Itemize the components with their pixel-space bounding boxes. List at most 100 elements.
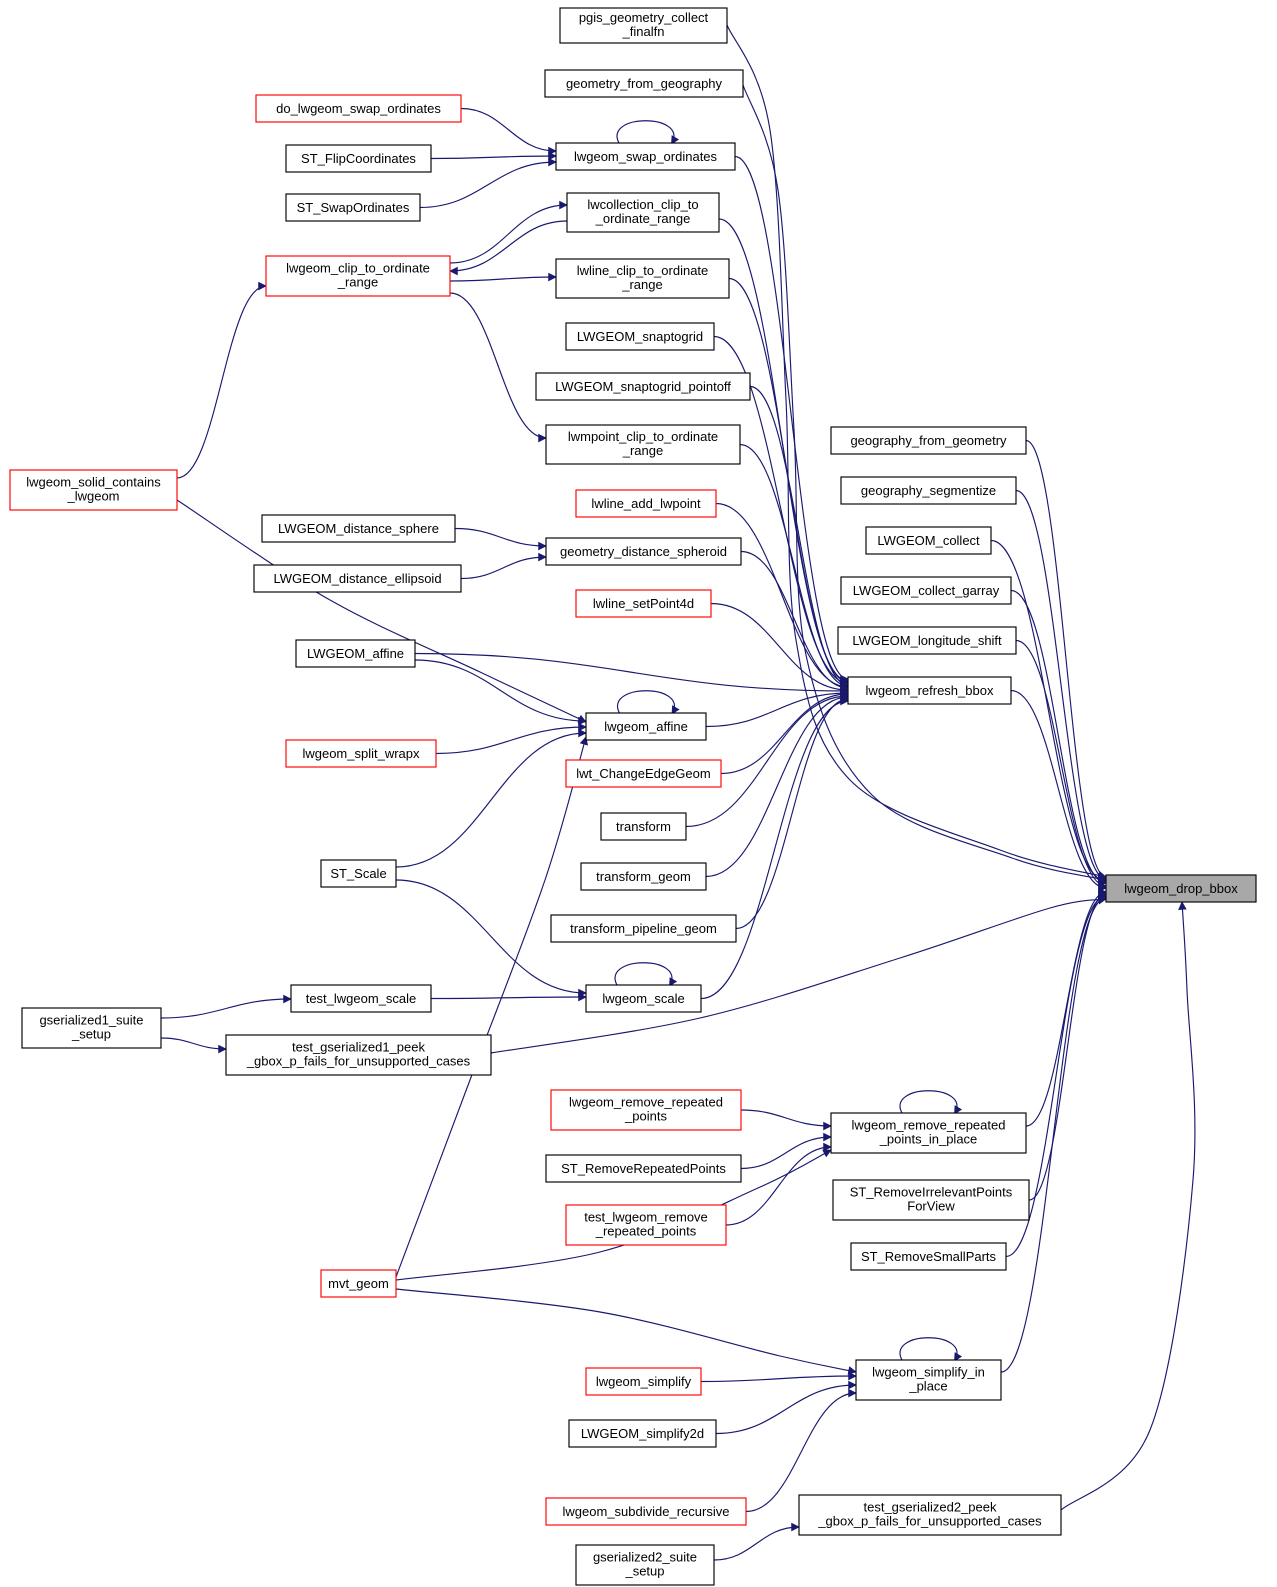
node-lwgeom_drop_bbox[interactable]: lwgeom_drop_bbox bbox=[1105, 874, 1257, 903]
node-box-lwgeom_simplify_in_place bbox=[855, 1359, 1002, 1401]
node-geography_segmentize[interactable]: geography_segmentize bbox=[840, 476, 1017, 505]
node-label-lwgeom_drop_bbox-0: lwgeom_drop_bbox bbox=[1124, 881, 1238, 896]
node-box-lwt_ChangeEdgeGeom bbox=[565, 759, 722, 788]
node-ST_FlipCoordinates[interactable]: ST_FlipCoordinates bbox=[285, 144, 432, 173]
node-ST_SwapOrdinates[interactable]: ST_SwapOrdinates bbox=[285, 193, 421, 222]
node-lwline_clip_to_ordinate_range[interactable]: lwline_clip_to_ordinate_range bbox=[555, 258, 730, 299]
edge-ST_Scale--lwgeom_scale bbox=[395, 879, 587, 998]
edge-lwcollection_clip_to_ordinate_range--lwgeom_clip_to_ordinate_range bbox=[449, 220, 568, 276]
edge-geography_segmentize--lwgeom_drop_bbox bbox=[1015, 489, 1107, 884]
node-lwline_add_lwpoint[interactable]: lwline_add_lwpoint bbox=[575, 489, 717, 518]
node-LWGEOM_snaptogrid_pointoff[interactable]: LWGEOM_snaptogrid_pointoff bbox=[535, 372, 751, 401]
edge-lwgeom_affine--lwgeom_refresh_bbox bbox=[705, 688, 849, 728]
node-do_lwgeom_swap_ordinates[interactable]: do_lwgeom_swap_ordinates bbox=[255, 94, 462, 123]
node-geography_from_geometry[interactable]: geography_from_geometry bbox=[830, 426, 1027, 455]
node-ST_RemoveSmallParts[interactable]: ST_RemoveSmallParts bbox=[850, 1242, 1007, 1271]
node-LWGEOM_distance_sphere[interactable]: LWGEOM_distance_sphere bbox=[261, 514, 456, 543]
node-box-test_gserialized1_peek_gbox_p_fails_for_unsupported_cases bbox=[225, 1034, 492, 1076]
node-LWGEOM_collect[interactable]: LWGEOM_collect bbox=[865, 526, 992, 555]
node-box-LWGEOM_affine bbox=[295, 639, 416, 668]
edge-geometry_distance_spheroid--lwgeom_refresh_bbox bbox=[740, 550, 849, 693]
node-lwmpoint_clip_to_ordinate_range[interactable]: lwmpoint_clip_to_ordinate_range bbox=[545, 424, 741, 465]
node-label-lwline_clip_to_ordinate_range-1: _range bbox=[621, 277, 662, 292]
node-lwgeom_simplify_in_place[interactable]: lwgeom_simplify_in_place bbox=[855, 1359, 1002, 1401]
node-gserialized2_suite_setup[interactable]: gserialized2_suite_setup bbox=[575, 1544, 715, 1586]
node-label-geography_segmentize-0: geography_segmentize bbox=[861, 483, 996, 498]
node-box-test_gserialized2_peek_gbox_p_fails_for_unsupported_cases bbox=[798, 1494, 1062, 1536]
node-label-test_gserialized1_peek_gbox_p_fails_for_unsupported_cases-1: _gbox_p_fails_for_unsupported_cases bbox=[246, 1054, 471, 1069]
node-transform_geom[interactable]: transform_geom bbox=[580, 862, 707, 891]
node-test_gserialized2_peek_gbox_p_fails_for_unsupported_cases[interactable]: test_gserialized2_peek_gbox_p_fails_for_… bbox=[798, 1494, 1062, 1536]
node-box-gserialized1_suite_setup bbox=[21, 1007, 162, 1049]
node-box-lwline_setPoint4d bbox=[575, 589, 712, 618]
node-label-gserialized1_suite_setup-1: _setup bbox=[71, 1027, 111, 1042]
edge-lwgeom_simplify_in_place--lwgeom_drop_bbox bbox=[1000, 893, 1107, 1373]
edge-ST_RemoveIrrelevantPointsForView--lwgeom_drop_bbox bbox=[1028, 889, 1107, 1201]
node-mvt_geom[interactable]: mvt_geom bbox=[320, 1269, 397, 1298]
node-lwgeom_solid_contains_lwgeom[interactable]: lwgeom_solid_contains_lwgeom bbox=[9, 469, 178, 511]
node-label-lwgeom_simplify_in_place-1: _place bbox=[908, 1379, 947, 1394]
node-lwgeom_remove_repeated_points_in_place[interactable]: lwgeom_remove_repeated_points_in_place bbox=[830, 1112, 1027, 1154]
node-transform_pipeline_geom[interactable]: transform_pipeline_geom bbox=[550, 914, 737, 943]
node-lwline_setPoint4d[interactable]: lwline_setPoint4d bbox=[575, 589, 712, 618]
node-box-ST_RemoveIrrelevantPointsForView bbox=[832, 1179, 1030, 1221]
edge-lwgeom_solid_contains_lwgeom--lwgeom_clip_to_ordinate_range bbox=[176, 281, 267, 479]
node-lwgeom_split_wrapx[interactable]: lwgeom_split_wrapx bbox=[285, 739, 437, 768]
node-box-LWGEOM_snaptogrid bbox=[565, 322, 715, 351]
node-box-LWGEOM_collect bbox=[865, 526, 992, 555]
node-geometry_distance_spheroid[interactable]: geometry_distance_spheroid bbox=[545, 537, 742, 566]
node-test_lwgeom_scale[interactable]: test_lwgeom_scale bbox=[290, 984, 432, 1013]
node-label-LWGEOM_snaptogrid-0: LWGEOM_snaptogrid bbox=[577, 329, 703, 344]
node-label-lwgeom_remove_repeated_points-0: lwgeom_remove_repeated bbox=[569, 1095, 723, 1110]
node-LWGEOM_snaptogrid[interactable]: LWGEOM_snaptogrid bbox=[565, 322, 715, 351]
edge-lwgeom_clip_to_ordinate_range--lwline_clip_to_ordinate_range bbox=[449, 272, 557, 282]
node-lwgeom_remove_repeated_points[interactable]: lwgeom_remove_repeated_points bbox=[550, 1089, 742, 1131]
edge-LWGEOM_collect_garray--lwgeom_drop_bbox bbox=[1010, 589, 1107, 888]
node-pgis_geometry_collect_finalfn[interactable]: pgis_geometry_collect_finalfn bbox=[559, 7, 728, 44]
node-label-lwgeom_refresh_bbox-0: lwgeom_refresh_bbox bbox=[866, 683, 994, 698]
node-lwgeom_scale[interactable]: lwgeom_scale bbox=[585, 984, 702, 1013]
node-lwcollection_clip_to_ordinate_range[interactable]: lwcollection_clip_to_ordinate_range bbox=[566, 192, 720, 233]
node-LWGEOM_simplify2d[interactable]: LWGEOM_simplify2d bbox=[568, 1419, 717, 1448]
node-LWGEOM_affine[interactable]: LWGEOM_affine bbox=[295, 639, 416, 668]
node-LWGEOM_collect_garray[interactable]: LWGEOM_collect_garray bbox=[840, 576, 1012, 605]
node-label-lwgeom_remove_repeated_points_in_place-0: lwgeom_remove_repeated bbox=[852, 1118, 1006, 1133]
node-ST_Scale[interactable]: ST_Scale bbox=[320, 859, 397, 888]
node-lwt_ChangeEdgeGeom[interactable]: lwt_ChangeEdgeGeom bbox=[565, 759, 722, 788]
node-label-lwgeom_clip_to_ordinate_range-1: _range bbox=[337, 275, 378, 290]
node-lwgeom_simplify[interactable]: lwgeom_simplify bbox=[585, 1367, 702, 1396]
node-test_gserialized1_peek_gbox_p_fails_for_unsupported_cases[interactable]: test_gserialized1_peek_gbox_p_fails_for_… bbox=[225, 1034, 492, 1076]
node-label-lwgeom_clip_to_ordinate_range-0: lwgeom_clip_to_ordinate bbox=[286, 261, 430, 276]
edge-transform_pipeline_geom--lwgeom_refresh_bbox bbox=[735, 694, 849, 930]
node-test_lwgeom_remove_repeated_points[interactable]: test_lwgeom_remove_repeated_points bbox=[565, 1204, 727, 1246]
node-LWGEOM_distance_ellipsoid[interactable]: LWGEOM_distance_ellipsoid bbox=[253, 564, 462, 593]
node-label-lwgeom_remove_repeated_points_in_place-1: _points_in_place bbox=[879, 1132, 978, 1147]
edge-gserialized1_suite_setup--test_gserialized1_peek_gbox_p_fails_for_unsupported_cases bbox=[160, 1037, 227, 1054]
node-label-test_lwgeom_remove_repeated_points-0: test_lwgeom_remove bbox=[584, 1210, 708, 1225]
node-lwgeom_clip_to_ordinate_range[interactable]: lwgeom_clip_to_ordinate_range bbox=[265, 255, 451, 297]
node-label-ST_RemoveRepeatedPoints-0: ST_RemoveRepeatedPoints bbox=[561, 1161, 726, 1176]
node-label-LWGEOM_affine-0: LWGEOM_affine bbox=[307, 646, 404, 661]
node-label-ST_Scale-0: ST_Scale bbox=[330, 866, 386, 881]
node-box-ST_Scale bbox=[320, 859, 397, 888]
edge-lwgeom_scale--lwgeom_refresh_bbox bbox=[700, 696, 849, 1000]
node-geometry_from_geography[interactable]: geometry_from_geography bbox=[544, 69, 744, 98]
node-label-lwgeom_solid_contains_lwgeom-1: _lwgeom bbox=[66, 489, 119, 504]
edge-LWGEOM_distance_sphere--geometry_distance_spheroid bbox=[454, 527, 547, 551]
node-label-lwmpoint_clip_to_ordinate_range-0: lwmpoint_clip_to_ordinate bbox=[568, 429, 718, 444]
node-box-LWGEOM_longitude_shift bbox=[837, 626, 1017, 655]
edge-lwgeom_clip_to_ordinate_range--lwcollection_clip_to_ordinate_range bbox=[449, 200, 568, 264]
node-lwgeom_subdivide_recursive[interactable]: lwgeom_subdivide_recursive bbox=[545, 1497, 747, 1526]
node-box-lwgeom_refresh_bbox bbox=[847, 676, 1012, 705]
node-LWGEOM_longitude_shift[interactable]: LWGEOM_longitude_shift bbox=[837, 626, 1017, 655]
node-box-lwgeom_remove_repeated_points bbox=[550, 1089, 742, 1131]
nodes-layer: pgis_geometry_collect_finalfn geometry_fr… bbox=[9, 7, 1257, 1586]
node-ST_RemoveRepeatedPoints[interactable]: ST_RemoveRepeatedPoints bbox=[545, 1154, 742, 1183]
node-lwgeom_affine[interactable]: lwgeom_affine bbox=[585, 712, 707, 741]
node-gserialized1_suite_setup[interactable]: gserialized1_suite_setup bbox=[21, 1007, 162, 1049]
node-lwgeom_refresh_bbox[interactable]: lwgeom_refresh_bbox bbox=[847, 676, 1012, 705]
edge-lwgeom_remove_repeated_points_in_place--lwgeom_drop_bbox bbox=[1025, 887, 1107, 1127]
node-lwgeom_swap_ordinates[interactable]: lwgeom_swap_ordinates bbox=[555, 142, 736, 171]
node-transform[interactable]: transform bbox=[600, 812, 687, 841]
